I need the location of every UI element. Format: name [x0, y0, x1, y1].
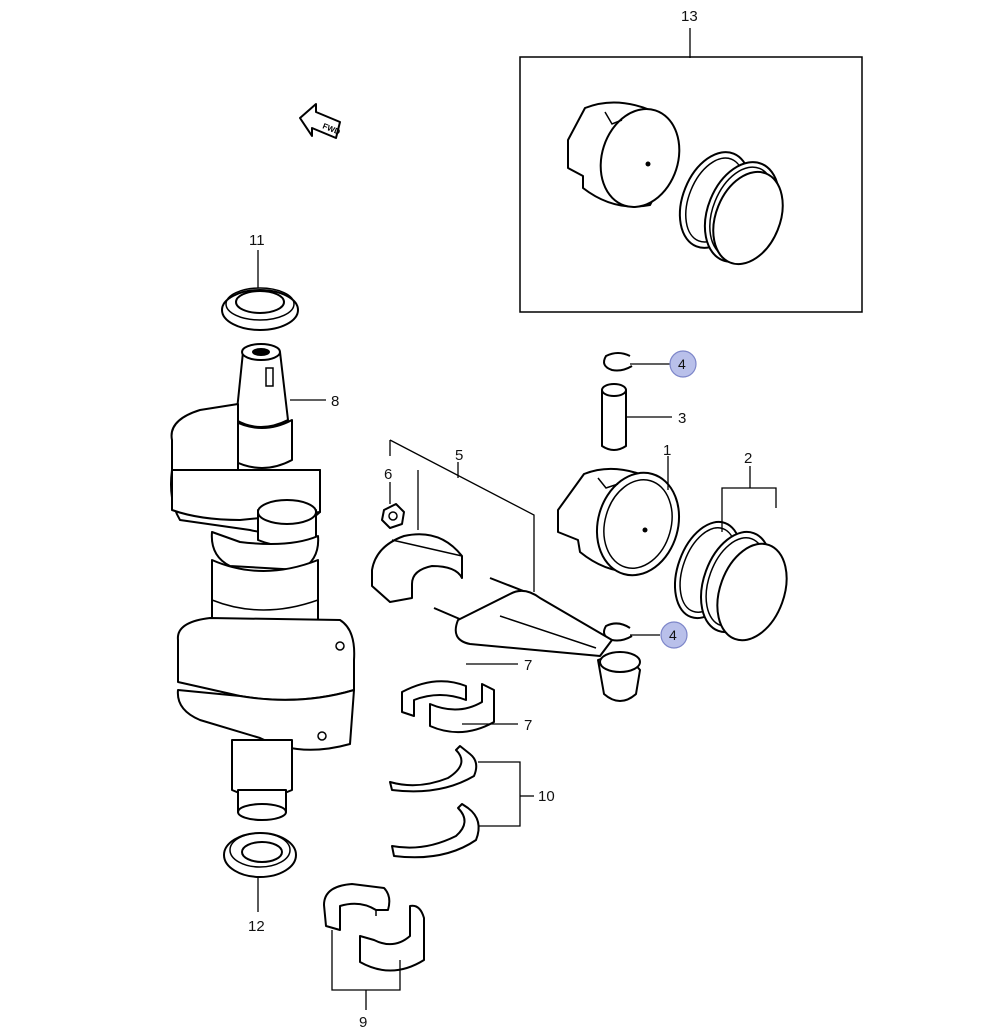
label-10: 10 — [538, 788, 555, 805]
label-12: 12 — [248, 918, 265, 935]
label-4-lower: 4 — [669, 627, 677, 643]
thrust-washer-lower[interactable] — [391, 803, 480, 859]
label-3: 3 — [678, 410, 686, 427]
upper-oil-seal[interactable] — [221, 287, 299, 331]
conrod-nut[interactable] — [381, 503, 405, 529]
label-9: 9 — [359, 1014, 367, 1031]
piston-kit-assembly[interactable] — [519, 28, 863, 313]
label-13: 13 — [681, 8, 698, 25]
label-7-upper: 7 — [524, 657, 532, 674]
connecting-rod[interactable] — [371, 533, 641, 702]
label-6: 6 — [384, 466, 392, 483]
label-4-upper: 4 — [678, 356, 686, 372]
main-bearing-set[interactable] — [323, 883, 425, 972]
callout-4-lower[interactable]: 4 — [660, 621, 688, 649]
thrust-washer-upper[interactable] — [389, 745, 478, 793]
label-7-lower: 7 — [524, 717, 532, 734]
piston-pin[interactable] — [601, 383, 627, 451]
label-11: 11 — [249, 232, 265, 249]
label-2: 2 — [744, 450, 752, 467]
piston-pin-circlip-upper[interactable] — [603, 352, 633, 372]
crankshaft[interactable] — [170, 343, 356, 821]
piston-ring-set[interactable] — [663, 513, 799, 650]
callout-4-upper[interactable]: 4 — [669, 350, 697, 378]
label-1: 1 — [663, 442, 671, 459]
label-5: 5 — [455, 447, 463, 464]
label-8: 8 — [331, 393, 339, 410]
piston[interactable] — [557, 463, 691, 585]
lower-oil-seal[interactable] — [223, 832, 297, 878]
conrod-bearing-upper[interactable] — [401, 680, 467, 717]
fwd-arrow-icon: FWD — [299, 103, 342, 139]
conrod-bearing-lower[interactable] — [429, 683, 495, 734]
